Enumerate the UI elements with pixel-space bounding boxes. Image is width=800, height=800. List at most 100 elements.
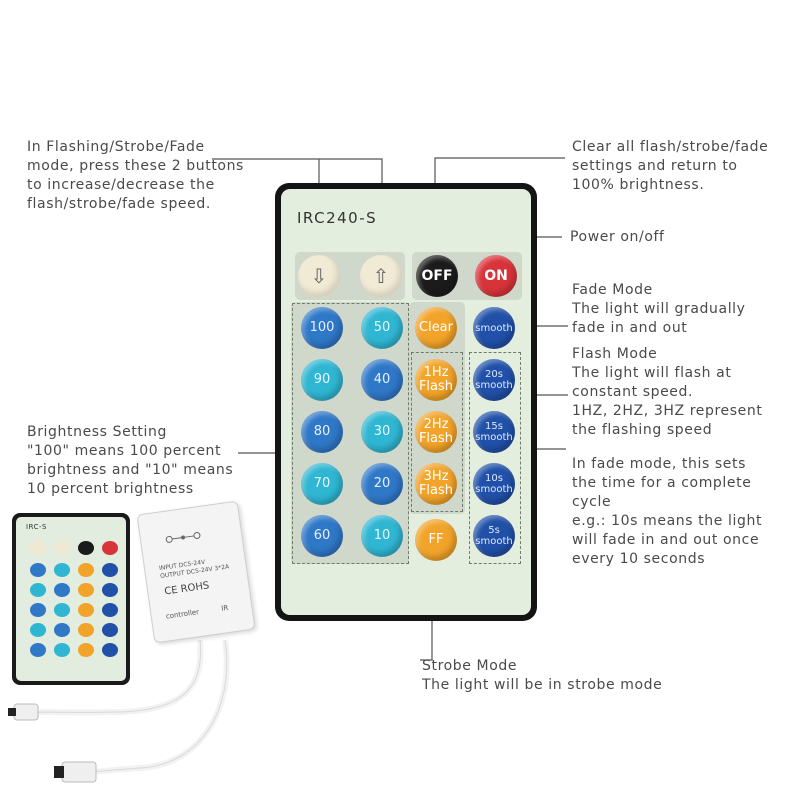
brightness-80-button[interactable]: 80 bbox=[301, 411, 343, 453]
strobe-ff-button[interactable]: FF bbox=[415, 519, 457, 561]
cables-illustration bbox=[8, 639, 230, 783]
annotation-line: 100% brightness. bbox=[572, 177, 705, 193]
mini-button bbox=[78, 583, 94, 597]
mini-button bbox=[102, 583, 118, 597]
fade-5s-word: smooth bbox=[475, 536, 513, 547]
flash-dash-box bbox=[411, 352, 463, 512]
brightness-40-button[interactable]: 40 bbox=[361, 359, 403, 401]
brightness-70-button[interactable]: 70 bbox=[301, 463, 343, 505]
dc-plug-right bbox=[61, 761, 97, 783]
mini-button bbox=[30, 643, 46, 657]
annotation-line: "100" means 100 percent bbox=[27, 443, 222, 459]
fade-15s-button[interactable]: 15s smooth bbox=[473, 411, 515, 453]
fade-5s-time: 5s bbox=[488, 525, 500, 536]
mini-button bbox=[102, 643, 118, 657]
mini-button bbox=[30, 583, 46, 597]
brightness-20-button[interactable]: 20 bbox=[361, 463, 403, 505]
annotation-line: every 10 seconds bbox=[572, 551, 706, 567]
ir-controller-box: INPUT DC5-24V OUTPUT DC5-24V 3*2A CE ROH… bbox=[136, 500, 256, 644]
annotation-line: Clear all flash/strobe/fade bbox=[572, 139, 769, 155]
dc-plug-left bbox=[13, 703, 39, 721]
annotation-line: constant speed. bbox=[572, 384, 694, 400]
mini-button bbox=[30, 541, 46, 555]
annotation-line: Fade Mode bbox=[572, 282, 653, 298]
annotation-line: Brightness Setting bbox=[27, 424, 167, 440]
controller-name: controller bbox=[165, 608, 200, 621]
annotation-line: cycle bbox=[572, 494, 612, 510]
annotation-line: brightness and "10" means bbox=[27, 462, 234, 478]
smooth-button[interactable]: smooth bbox=[473, 307, 515, 349]
flash-3hz-button[interactable]: 3Hz Flash bbox=[415, 463, 457, 505]
off-button[interactable]: OFF bbox=[416, 255, 458, 297]
annotation-line: the time for a complete bbox=[572, 475, 752, 491]
annotation-line: 1HZ, 2HZ, 3HZ represent bbox=[572, 403, 763, 419]
fade-20s-time: 20s bbox=[485, 369, 503, 380]
dc-plug-tip-right bbox=[54, 766, 64, 778]
brightness-60-button[interactable]: 60 bbox=[301, 515, 343, 557]
mini-remote-face: IRC-S bbox=[16, 517, 126, 681]
brightness-dash-box bbox=[292, 303, 409, 564]
mini-button bbox=[30, 603, 46, 617]
annotation-brightness: Brightness Setting "100" means 100 perce… bbox=[27, 423, 233, 499]
annotation-line: 10 percent brightness bbox=[27, 481, 194, 497]
flash-3hz-word: Flash bbox=[418, 483, 454, 498]
on-button[interactable]: ON bbox=[475, 255, 517, 297]
speed-down-button[interactable]: ⇩ bbox=[298, 255, 340, 297]
flash-2hz-freq: 2Hz bbox=[423, 417, 449, 432]
brightness-90-button[interactable]: 90 bbox=[301, 359, 343, 401]
annotation-line: e.g.: 10s means the light bbox=[572, 513, 763, 529]
clear-button[interactable]: Clear bbox=[415, 307, 457, 349]
annotation-flash: Flash Mode The light will flash at const… bbox=[572, 345, 762, 440]
controller-ir-label: IR bbox=[220, 603, 229, 613]
annotation-line: In fade mode, this sets bbox=[572, 456, 746, 472]
annotation-line: settings and return to bbox=[572, 158, 738, 174]
fade-20s-button[interactable]: 20s smooth bbox=[473, 359, 515, 401]
flash-3hz-freq: 3Hz bbox=[423, 469, 449, 484]
mini-button bbox=[54, 643, 70, 657]
mini-button bbox=[78, 603, 94, 617]
annotation-line: flash/strobe/fade speed. bbox=[27, 196, 211, 212]
mini-button bbox=[102, 603, 118, 617]
mini-button bbox=[78, 623, 94, 637]
brightness-10-button[interactable]: 10 bbox=[361, 515, 403, 557]
mini-button bbox=[102, 541, 118, 555]
mini-button bbox=[30, 623, 46, 637]
mini-button bbox=[78, 541, 94, 555]
fade-15s-time: 15s bbox=[485, 421, 503, 432]
annotation-clear: Clear all flash/strobe/fade settings and… bbox=[572, 138, 768, 195]
mini-button bbox=[30, 563, 46, 577]
brightness-50-button[interactable]: 50 bbox=[361, 307, 403, 349]
fade-10s-button[interactable]: 10s smooth bbox=[473, 463, 515, 505]
flash-1hz-freq: 1Hz bbox=[423, 365, 449, 380]
annotation-line: The light will be in strobe mode bbox=[422, 677, 663, 693]
annotation-line: Strobe Mode bbox=[422, 658, 518, 674]
mini-button bbox=[54, 623, 70, 637]
annotation-line: will fade in and out once bbox=[572, 532, 760, 548]
fade-15s-word: smooth bbox=[475, 432, 513, 443]
flash-2hz-word: Flash bbox=[418, 431, 454, 446]
remote-model-label: IRC240-S bbox=[297, 209, 378, 227]
mini-button bbox=[54, 541, 70, 555]
annotation-line: The light will gradually bbox=[572, 301, 746, 317]
mini-button bbox=[102, 623, 118, 637]
brightness-30-button[interactable]: 30 bbox=[361, 411, 403, 453]
annotation-line: In Flashing/Strobe/Fade bbox=[27, 139, 205, 155]
annotation-fade: Fade Mode The light will gradually fade … bbox=[572, 281, 746, 338]
remote-face: IRC240-S ⇩ ⇧ OFF ON 100 90 80 70 60 50 4… bbox=[281, 189, 531, 615]
annotation-line: fade in and out bbox=[572, 320, 688, 336]
annotation-line: The light will flash at bbox=[572, 365, 732, 381]
annotation-line: the flashing speed bbox=[572, 422, 713, 438]
flash-1hz-button[interactable]: 1Hz Flash bbox=[415, 359, 457, 401]
fade-5s-button[interactable]: 5s smooth bbox=[473, 515, 515, 557]
annotation-speed: In Flashing/Strobe/Fade mode, press thes… bbox=[27, 138, 244, 214]
fade-time-dash-box bbox=[469, 352, 521, 564]
brightness-100-button[interactable]: 100 bbox=[301, 307, 343, 349]
controller-certification-marks: CE ROHS bbox=[163, 580, 210, 598]
speed-up-button[interactable]: ⇧ bbox=[360, 255, 402, 297]
flash-2hz-button[interactable]: 2Hz Flash bbox=[415, 411, 457, 453]
mini-remote-model: IRC-S bbox=[26, 523, 47, 531]
mini-remote-photo: IRC-S bbox=[12, 513, 130, 685]
mini-button bbox=[54, 563, 70, 577]
dc-polarity-icon bbox=[165, 532, 201, 543]
dc-plug-tip-left bbox=[8, 708, 16, 716]
